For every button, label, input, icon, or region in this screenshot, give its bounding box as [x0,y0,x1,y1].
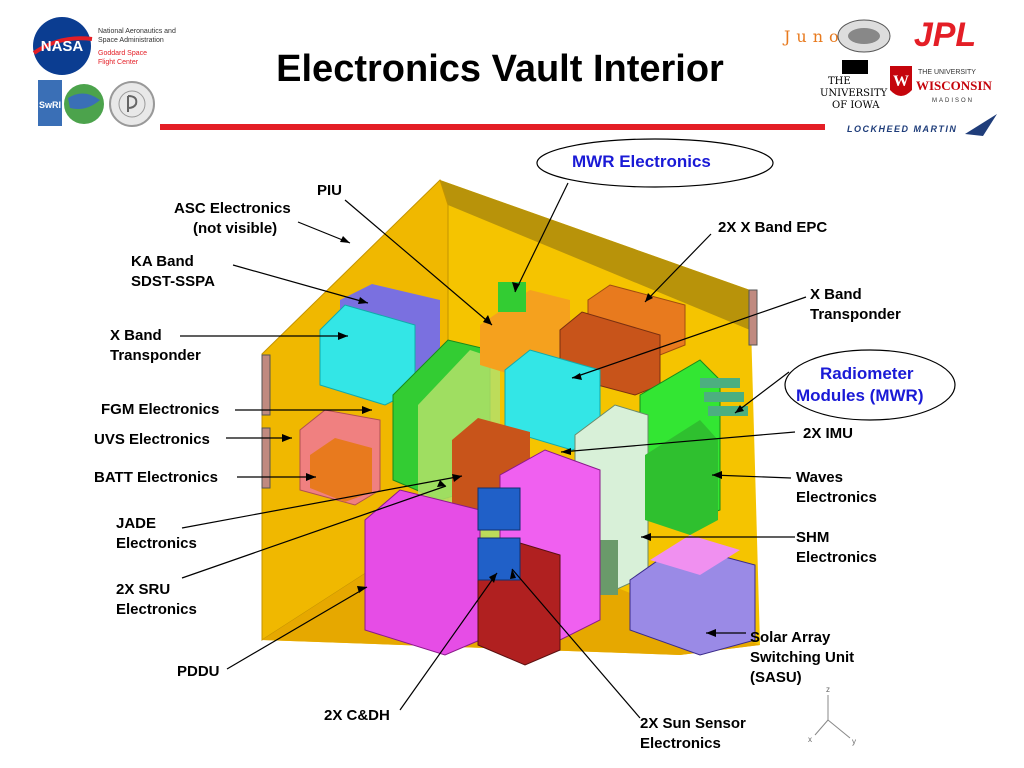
label-batt: BATT Electronics [94,469,218,486]
label-imu: 2X IMU [803,425,854,442]
nasa-caption-2: Space Administration [98,37,164,44]
wisc-text-3: MADISON [932,98,974,104]
juno-spacecraft-icon: Juno [782,19,891,53]
vault-bracket-left-upper [261,354,271,416]
radiometer-callout [784,349,956,421]
pddu-box [364,489,481,656]
jhu-apl-seal-logo [108,80,156,128]
seal-icon [109,81,155,127]
label-pddu: PDDU [177,663,220,680]
leader-lines [180,182,807,719]
lockheed-logo: LOCKHEED MARTIN [845,112,1005,140]
label-shm-2: Electronics [796,549,877,566]
label-x-band-epc: 2X X Band EPC [718,219,828,236]
label-piu: PIU [317,182,343,199]
label-x-band-transponder-right-2: Transponder [810,306,901,323]
label-asc-1: ASC Electronics [174,200,291,217]
lockheed-text: LOCKHEED MARTIN [847,124,957,134]
vault-bracket-right [748,289,758,346]
label-waves-1: Waves [796,469,843,486]
iowa-text-3: OF IOWA [832,100,880,110]
label-sru-2: Electronics [116,601,197,618]
nasa-meatball-icon: NASA National Aeronautics and Space Admi… [32,17,176,75]
axis-z-label: z [826,685,830,694]
batt-box [310,438,372,502]
label-jade-1: JADE [116,515,157,532]
nasa-caption-1: National Aeronautics and [98,28,176,35]
vault-bracket-left-lower [261,427,271,489]
sru-cube-upper [477,487,521,531]
iowa-logo: THE UNIVERSITY OF IOWA [818,56,888,111]
label-sun-sensor-1: 2X Sun Sensor [640,715,746,732]
svg-text:W: W [893,73,909,90]
iowa-building-icon: THE UNIVERSITY OF IOWA [820,60,888,111]
radiometer-fin-1 [700,378,740,388]
juno-logo: Juno [782,14,892,56]
waves-box [645,420,718,535]
label-asc-2: (not visible) [193,220,278,237]
label-sun-sensor-2: Electronics [640,735,721,752]
iowa-text-1: THE [828,76,851,87]
goddard-caption-1: Goddard Space [98,50,147,57]
axis-y-label: y [852,737,856,746]
jpl-text: JPL [914,16,976,54]
label-x-band-transponder-left-2: Transponder [110,347,201,364]
wisconsin-crest-icon: W THE UNIVERSITY WISCONSIN MADISON [890,66,992,104]
label-x-band-transponder-left-1: X Band [110,327,162,344]
radiometer-fin-2 [704,392,744,402]
swri-text: SwRI [39,100,61,110]
label-radiometer-2: Modules (MWR) [796,386,924,405]
label-sru-1: 2X SRU [116,581,171,598]
radiometer-fin-3 [708,406,748,416]
axis-x-label: x [808,735,812,744]
iowa-text-2: UNIVERSITY [820,88,888,99]
swri-logo: SwRI [36,78,106,130]
label-uvs: UVS Electronics [94,431,210,448]
wisc-text-2: WISCONSIN [916,78,992,93]
label-mwr-electronics: MWR Electronics [572,152,711,171]
label-ka-band-1: KA Band [131,253,194,270]
arrowheads [282,236,744,637]
label-ka-band-2: SDST-SSPA [131,273,215,290]
nasa-text: NASA [41,38,84,55]
page-title: Electronics Vault Interior [276,48,724,90]
mwr-electronics-callout [536,138,774,188]
label-sasu-3: (SASU) [750,669,802,686]
label-sasu-1: Solar Array [750,629,831,646]
lockheed-star-icon: LOCKHEED MARTIN [847,114,997,136]
label-cdh: 2X C&DH [324,707,390,724]
jpl-logo: JPL [895,14,995,54]
mwr-electronics-box [498,282,526,312]
juno-text: Juno [782,27,845,46]
jpl-icon: JPL [914,16,976,54]
title-underline [160,124,825,130]
goddard-caption-2: Flight Center [98,59,139,66]
label-shm-1: SHM [796,529,830,546]
label-jade-2: Electronics [116,535,197,552]
label-radiometer-1: Radiometer [820,364,914,383]
vault-top-edge [440,180,750,330]
wisc-text-1: THE UNIVERSITY [918,69,976,76]
label-sasu-2: Switching Unit [750,649,855,666]
label-fgm: FGM Electronics [101,401,220,418]
wisconsin-logo: W THE UNIVERSITY WISCONSIN MADISON [888,60,1000,106]
swri-globe-icon: SwRI [38,80,104,126]
label-waves-2: Electronics [796,489,877,506]
nasa-logo: NASA National Aeronautics and Space Admi… [30,15,190,77]
axis-triad-icon [814,695,851,739]
label-x-band-transponder-right-1: X Band [810,286,862,303]
sasu-top [650,535,740,575]
